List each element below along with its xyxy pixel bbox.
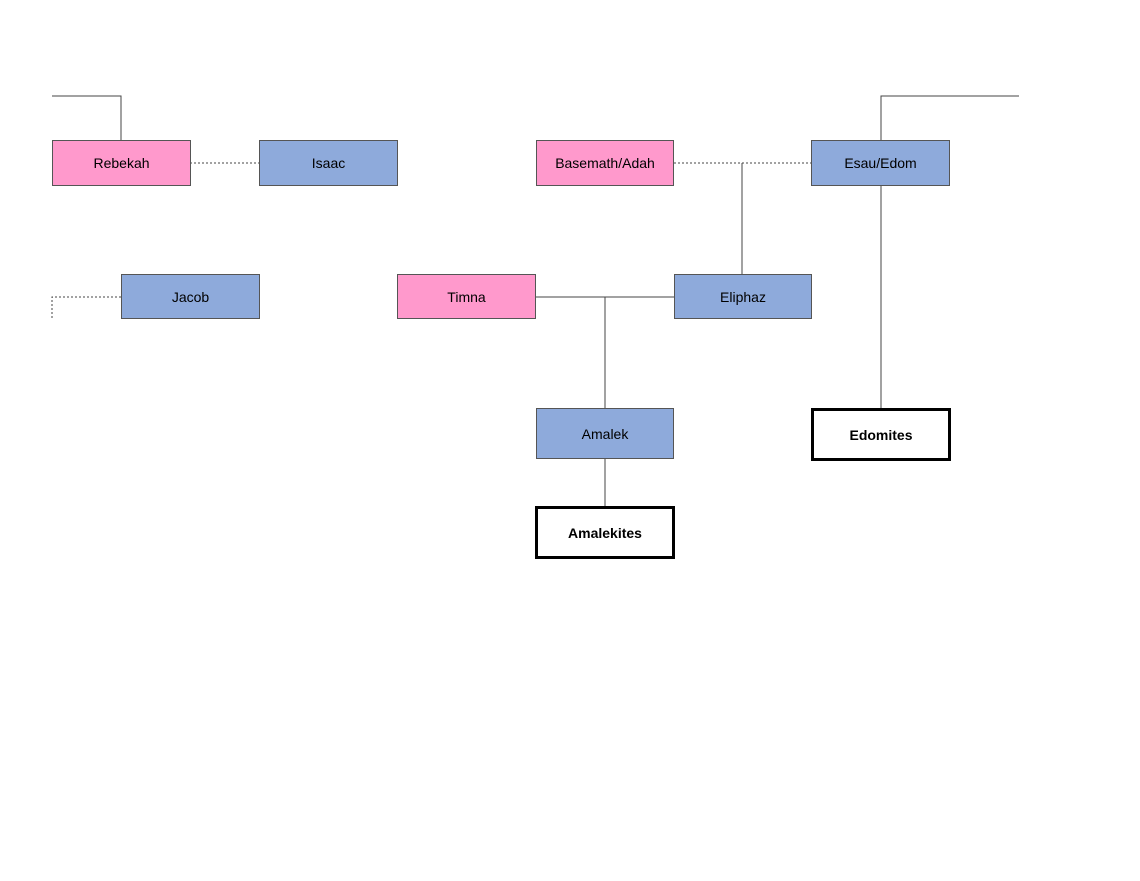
person-jacob-label: Jacob xyxy=(171,288,210,305)
nation-amalekites-label: Amalekites xyxy=(568,524,642,541)
nation-amalekites: Amalekites xyxy=(535,506,675,559)
nation-edomites: Edomites xyxy=(811,408,951,461)
person-esau-edom: Esau/Edom xyxy=(811,140,950,186)
person-eliphaz-label: Eliphaz xyxy=(720,288,766,305)
person-eliphaz: Eliphaz xyxy=(674,274,812,319)
esau-parent-line xyxy=(880,95,1019,140)
person-isaac: Isaac xyxy=(259,140,398,186)
person-basemath-adah: Basemath/Adah xyxy=(536,140,674,186)
person-timna-label: Timna xyxy=(447,288,486,305)
jacob-spouse-line xyxy=(51,296,121,319)
person-amalek: Amalek xyxy=(536,408,674,459)
nation-edomites-label: Edomites xyxy=(849,426,913,443)
person-timna: Timna xyxy=(397,274,536,319)
person-rebekah: Rebekah xyxy=(52,140,191,186)
person-basemath-adah-label: Basemath/Adah xyxy=(555,155,655,171)
rebekah-parent-line xyxy=(52,95,122,140)
person-isaac-label: Isaac xyxy=(311,155,346,171)
person-rebekah-label: Rebekah xyxy=(93,155,150,171)
person-esau-edom-label: Esau/Edom xyxy=(844,155,917,171)
person-amalek-label: Amalek xyxy=(581,425,629,442)
person-jacob: Jacob xyxy=(121,274,260,319)
